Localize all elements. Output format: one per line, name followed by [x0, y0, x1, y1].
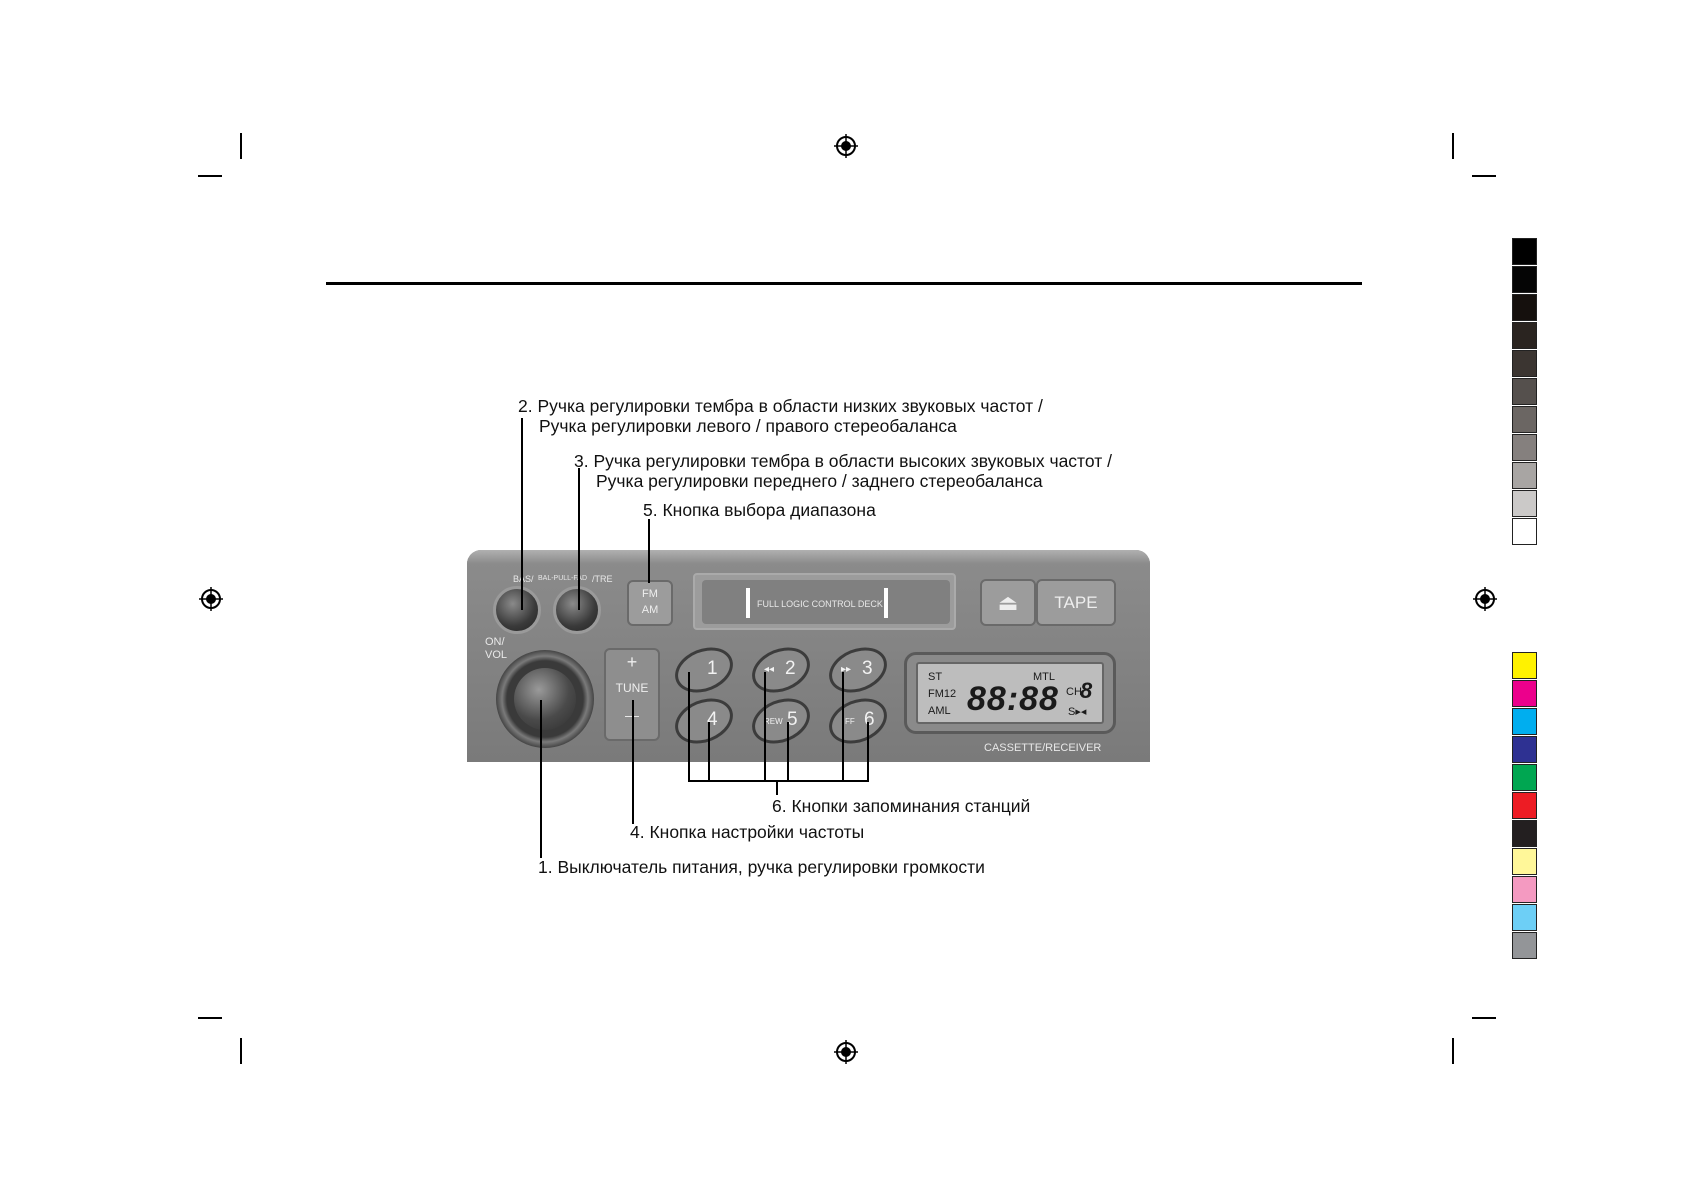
tape-label: TAPE: [1054, 593, 1098, 612]
tune-label: TUNE: [615, 681, 649, 695]
crop-mark: [1452, 133, 1454, 159]
lcd-display: [916, 662, 1104, 724]
preset-5-symbol: REW: [764, 717, 783, 726]
leader-line-6-b1: [688, 672, 690, 781]
display-ch: CH: [1066, 686, 1082, 698]
color-swatch: [1512, 322, 1537, 349]
color-swatch: [1512, 820, 1537, 847]
color-swatch: [1512, 462, 1537, 489]
bass-knob[interactable]: [493, 586, 541, 634]
display-st: ST: [928, 671, 943, 683]
vol-label: VOL: [485, 649, 508, 661]
callout-5: 5. Кнопка выбора диапазона: [643, 500, 876, 520]
display-s-arrow: S▸◂: [1068, 706, 1087, 718]
leader-line-1: [540, 700, 542, 858]
callout-1: 1. Выключатель питания, ручка регулировк…: [538, 857, 985, 877]
tre-label: /TRE: [592, 574, 613, 584]
color-swatch: [1512, 518, 1537, 545]
callout-6: 6. Кнопки запоминания станций: [772, 796, 1031, 816]
color-swatch: [1512, 238, 1537, 265]
leader-line-6-bracket: [688, 780, 869, 782]
tune-plus-label: +: [626, 652, 638, 672]
callout-2-line-2: Ручка регулировки левого / правого стере…: [539, 416, 957, 436]
leader-line-4: [632, 700, 634, 824]
fm-label: FM: [642, 588, 658, 600]
leader-line-3: [578, 468, 580, 610]
color-swatch: [1512, 932, 1537, 959]
bal-label: BAL-PULL-FAD: [538, 575, 588, 582]
registration-mark-icon: [1473, 587, 1497, 611]
color-swatch: [1512, 680, 1537, 707]
registration-mark-icon: [199, 587, 223, 611]
display-ch-digit: 8: [1080, 678, 1094, 703]
leader-line-6-b2: [764, 672, 766, 781]
color-swatch: [1512, 434, 1537, 461]
bas-label: BAS/: [513, 574, 534, 584]
header-rule: [326, 282, 1362, 285]
color-swatch: [1512, 876, 1537, 903]
crop-mark: [240, 1038, 242, 1064]
preset-4-number: 4: [707, 709, 718, 730]
preset-3-number: 3: [862, 658, 873, 679]
model-label: CASSETTE/RECEIVER: [984, 742, 1102, 754]
crop-mark: [1472, 1017, 1496, 1019]
leader-line-6-b4: [708, 722, 710, 781]
eject-icon: ⏏: [997, 590, 1019, 615]
color-swatch: [1512, 904, 1537, 931]
color-swatch: [1512, 848, 1537, 875]
color-swatch: [1512, 652, 1537, 679]
color-swatch: [1512, 736, 1537, 763]
color-swatch: [1512, 378, 1537, 405]
color-swatch: [1512, 490, 1537, 517]
preset-6-number: 6: [864, 709, 875, 730]
callout-3-line-2: Ручка регулировки переднего / заднего ст…: [596, 471, 1043, 491]
preset-3-symbol: ▸▸: [841, 664, 852, 675]
fm-am-button[interactable]: FM AM: [627, 580, 673, 626]
display-fm12: FM12: [928, 688, 957, 700]
deck-left-marker: [746, 588, 750, 618]
deck-right-marker: [884, 588, 888, 618]
leader-line-5: [648, 519, 650, 583]
color-swatch: [1512, 764, 1537, 791]
cassette-slot[interactable]: [702, 580, 950, 624]
leader-line-6: [776, 780, 778, 795]
preset-2-number: 2: [785, 658, 796, 679]
leader-line-2: [521, 418, 523, 610]
on-label: ON/: [485, 636, 505, 648]
display-mtl: MTL: [1033, 671, 1055, 683]
volume-knob[interactable]: [514, 668, 576, 730]
tape-button[interactable]: TAPE: [1036, 579, 1116, 626]
callout-3-line-1: 3. Ручка регулировки тембра в области вы…: [574, 451, 1112, 471]
preset-1-number: 1: [707, 658, 718, 679]
leader-line-6-b5: [787, 722, 789, 781]
preset-6-symbol: FF: [845, 717, 855, 726]
crop-mark: [240, 133, 242, 159]
callout-4: 4. Кнопка настройки частоты: [630, 822, 865, 842]
crop-mark: [198, 175, 222, 177]
treble-knob[interactable]: [553, 586, 601, 634]
display-aml: AML: [928, 705, 951, 717]
callout-2-line-1: 2. Ручка регулировки тембра в области ни…: [518, 396, 1043, 416]
display-digits: 88:88: [967, 680, 1059, 718]
color-swatch: [1512, 350, 1537, 377]
color-swatch: [1512, 294, 1537, 321]
color-swatch: [1512, 406, 1537, 433]
registration-mark-icon: [834, 134, 858, 158]
preset-2-symbol: ◂◂: [764, 664, 775, 675]
crop-mark: [1452, 1038, 1454, 1064]
color-swatch: [1512, 792, 1537, 819]
crop-mark: [1472, 175, 1496, 177]
leader-line-6-b3: [842, 672, 844, 781]
preset-5-number: 5: [787, 709, 798, 730]
color-swatch: [1512, 708, 1537, 735]
eject-button[interactable]: ⏏: [980, 579, 1036, 626]
registration-mark-icon: [834, 1040, 858, 1064]
crop-mark: [198, 1017, 222, 1019]
color-swatch: [1512, 266, 1537, 293]
radio-top-bevel: [467, 550, 1150, 564]
am-label: AM: [641, 604, 659, 616]
deck-label: FULL LOGIC CONTROL DECK: [757, 599, 883, 609]
leader-line-6-b6: [867, 722, 869, 781]
